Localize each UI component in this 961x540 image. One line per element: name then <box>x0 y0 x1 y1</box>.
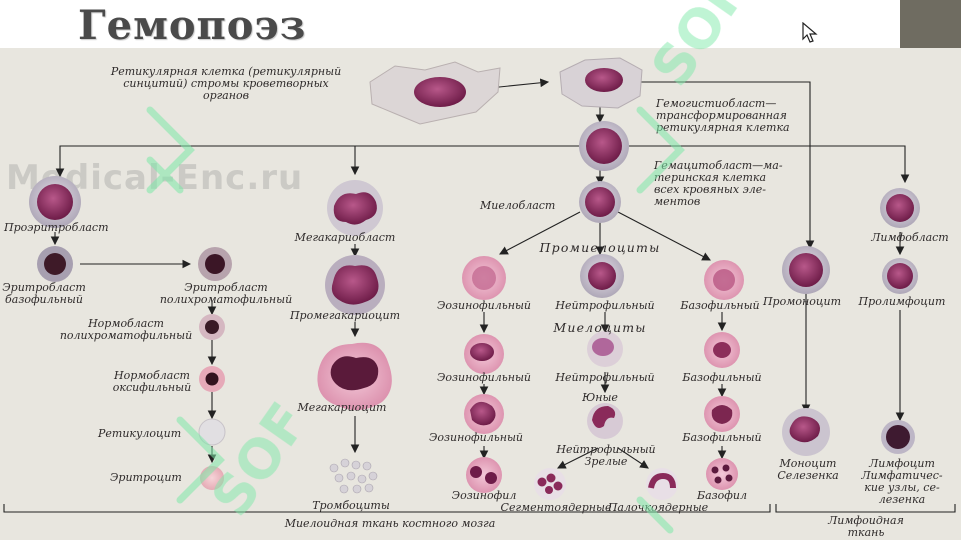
label-megakaryocyte: Мегакариоцит <box>297 401 387 414</box>
label-erythroblast-basophilic: Эритробласт базофильный <box>2 281 86 306</box>
label-band-cells: Палочкоядерные <box>607 501 709 514</box>
label-promonocyte: Промоноцит <box>762 295 842 308</box>
label-eosinophilic-young: Эозинофильный <box>429 431 523 444</box>
label-lymphoblast: Лимфобласт <box>871 231 949 244</box>
label-segmented: Сегментоядерные <box>500 501 612 514</box>
label-neutrophilic-mature: Нейтрофильный Зрелые <box>556 443 656 468</box>
label-lymphocyte: Лимфоцит Лимфатичес- кие узлы, се- лезен… <box>861 457 943 506</box>
label-myeloid-tissue: Миелоидная ткань костного мозга <box>284 517 496 530</box>
label-reticular-cell: Ретикулярная клетка (ретикулярный синцит… <box>110 65 342 102</box>
label-prolymphocyte: Пролимфоцит <box>858 295 946 308</box>
label-monocyte: Моноцит Селезенка <box>777 457 839 482</box>
label-neutrophilic-promyelocyte: Нейтрофильный <box>555 299 655 312</box>
label-promyelocytes: Промиелоциты <box>539 240 661 255</box>
label-erythroblast-polychromatophilic: Эритробласт полихроматофильный <box>159 281 293 306</box>
label-basophilic-promyelocyte: Базофильный <box>680 299 760 312</box>
label-hemohistioblast: Гемогистиобласт— трансформированная рети… <box>656 97 790 134</box>
label-basophil: Базофил <box>697 489 747 502</box>
label-basophilic-myelocyte: Базофильный <box>682 371 762 384</box>
label-lymphoid-tissue: Лимфоидная ткань <box>828 514 904 539</box>
label-megakaryoblast: Мегакариобласт <box>294 231 396 244</box>
label-eosinophilic-myelocyte: Эозинофильный <box>437 371 531 384</box>
label-basophilic-young: Базофильный <box>682 431 762 444</box>
label-proerythroblast: Проэритробласт <box>4 221 109 234</box>
label-hemocytoblast: Гемацитобласт—ма- теринская клетка всех … <box>654 159 783 208</box>
label-neutrophilic-myelocyte: Нейтрофильный <box>555 371 655 384</box>
label-eosinophil: Эозинофил <box>451 489 517 502</box>
label-promegakaryocyte: Промегакариоцит <box>289 309 401 322</box>
label-myeloblast: Миелобласт <box>480 199 556 212</box>
svg-text:SOF: SOF <box>639 0 760 97</box>
label-myelocytes: Миелоциты <box>553 320 647 335</box>
label-young: Юные <box>582 391 618 404</box>
slide-title: Гемопоэз <box>78 2 307 49</box>
label-eosinophilic-promyelocyte: Эозинофильный <box>437 299 531 312</box>
label-reticulocyte: Ретикулоцит <box>98 427 182 440</box>
mouse-cursor-icon <box>802 22 818 43</box>
label-normoblast-oxyphilic: Нормобласт оксифильный <box>112 369 192 394</box>
label-erythrocyte: Эритроцит <box>110 471 182 484</box>
label-platelets: Тромбоциты <box>312 499 390 512</box>
label-normoblast-polychromatophilic: Нормобласт полихроматофильный <box>59 317 193 342</box>
